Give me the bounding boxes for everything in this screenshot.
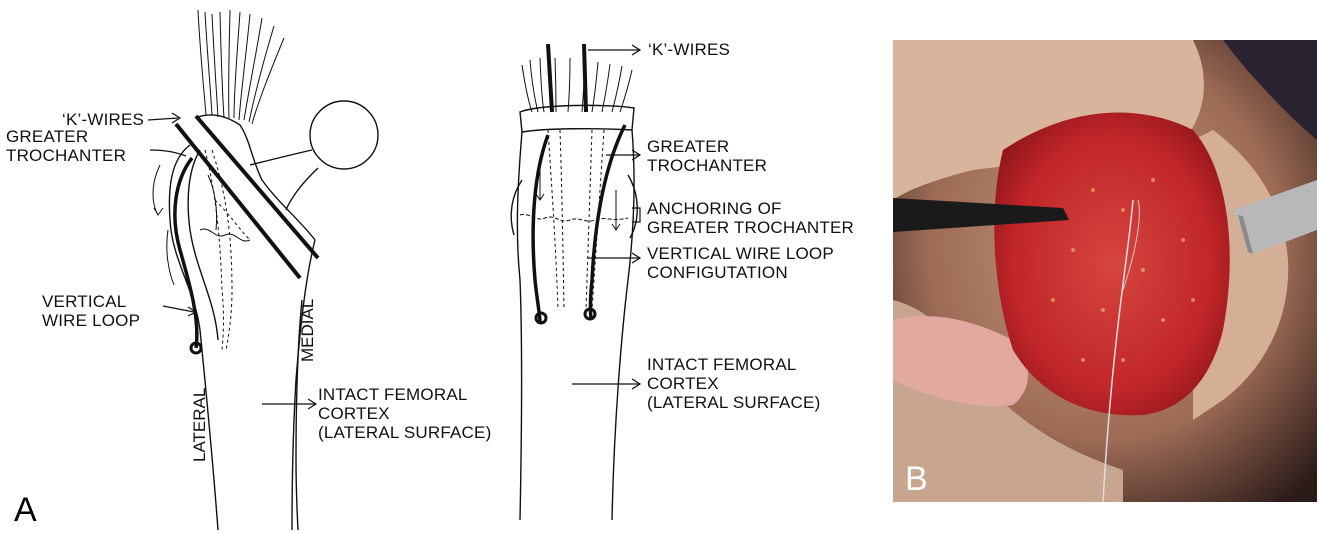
anchoring-line xyxy=(520,214,628,221)
vertical-wire-loop-left xyxy=(175,158,197,348)
medial-label: MEDIAL xyxy=(298,299,318,362)
intraoperative-photo xyxy=(893,40,1317,502)
proximal-femur-lateral-diagram xyxy=(0,0,560,534)
greater-trochanter-label-middle: GREATER TROCHANTER xyxy=(647,137,767,175)
k-wires-middle xyxy=(548,44,586,112)
panel-label-a: A xyxy=(14,493,37,527)
tendon-fibers-middle xyxy=(522,58,632,112)
lateral-label: LATERAL xyxy=(190,388,210,462)
tendon-fibers xyxy=(198,10,284,124)
panel-label-b: B xyxy=(905,462,928,496)
vertical-wire-loop-label-middle: VERTICAL WIRE LOOP CONFIGUTATION xyxy=(647,244,834,282)
vertical-wire-loop-label-left: VERTICAL WIRE LOOP xyxy=(42,292,140,330)
k-wires-label-middle: ‘K’-WIRES xyxy=(648,40,730,59)
femoral-head xyxy=(310,101,378,169)
anchoring-label: ANCHORING OF GREATER TROCHANTER xyxy=(647,199,854,237)
greater-trochanter-label-left: GREATER TROCHANTER xyxy=(6,127,126,165)
leader-arrows-middle xyxy=(572,45,640,389)
femoral-neck xyxy=(250,150,318,210)
intact-cortex-label-left: INTACT FEMORAL CORTEX (LATERAL SURFACE) xyxy=(318,385,491,442)
intact-cortex-label-middle: INTACT FEMORAL CORTEX (LATERAL SURFACE) xyxy=(647,355,820,412)
